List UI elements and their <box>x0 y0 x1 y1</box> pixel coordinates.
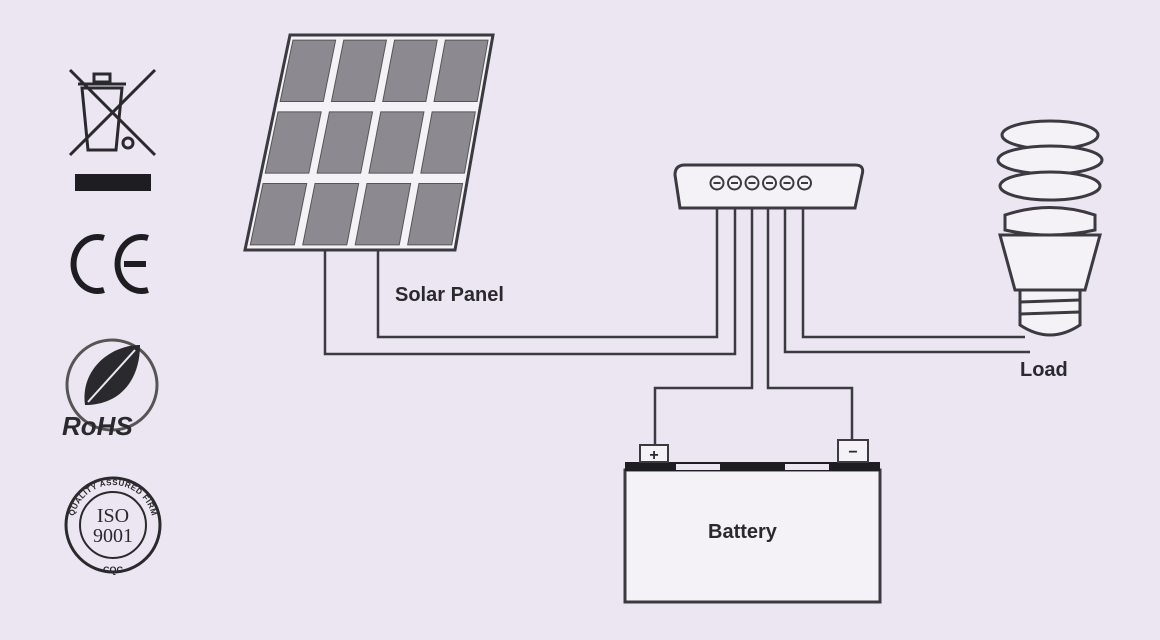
controller-terminal <box>709 175 725 191</box>
solar-cell <box>279 39 337 103</box>
controller-terminal <box>744 175 760 191</box>
solar-cell <box>264 111 322 174</box>
weee-crossed-bin-icon <box>68 68 157 157</box>
solar-cell <box>407 182 464 246</box>
battery-label: Battery <box>708 521 778 543</box>
solar-cell <box>382 39 438 103</box>
load-label: Load <box>1020 359 1068 381</box>
battery <box>623 439 882 604</box>
solar-cell <box>302 182 360 246</box>
iso-9001-seal-icon: QUALITY ASSURED FIRM ISO 9001 CQC <box>64 476 162 575</box>
solar-cell <box>433 39 489 103</box>
solar-cell <box>249 182 308 246</box>
solar-cell <box>368 111 425 174</box>
controller-terminal <box>797 175 812 191</box>
iso-number: 9001 <box>93 525 133 547</box>
charge-controller <box>673 163 865 210</box>
controller-terminal <box>727 175 742 191</box>
ce-mark-icon <box>70 234 149 294</box>
iso-label: ISO <box>97 505 129 527</box>
weee-bar <box>75 174 151 191</box>
wiring <box>323 208 1030 445</box>
controller-terminal <box>762 175 777 191</box>
solar-panel-label: Solar Panel <box>395 284 504 306</box>
battery-positive-terminal: + <box>649 447 658 464</box>
solar-cell <box>420 111 476 174</box>
solar-cell <box>316 111 374 174</box>
solar-cell <box>330 39 388 103</box>
rohs-label: RoHS <box>62 411 133 441</box>
cfl-bulb-icon <box>996 119 1104 337</box>
solar-panel <box>243 33 495 252</box>
battery-negative-terminal: − <box>848 444 857 461</box>
solar-cell <box>354 182 412 246</box>
cqc-label: CQC <box>103 565 124 575</box>
rohs-leaf-icon <box>65 338 159 432</box>
controller-terminal <box>779 175 795 191</box>
